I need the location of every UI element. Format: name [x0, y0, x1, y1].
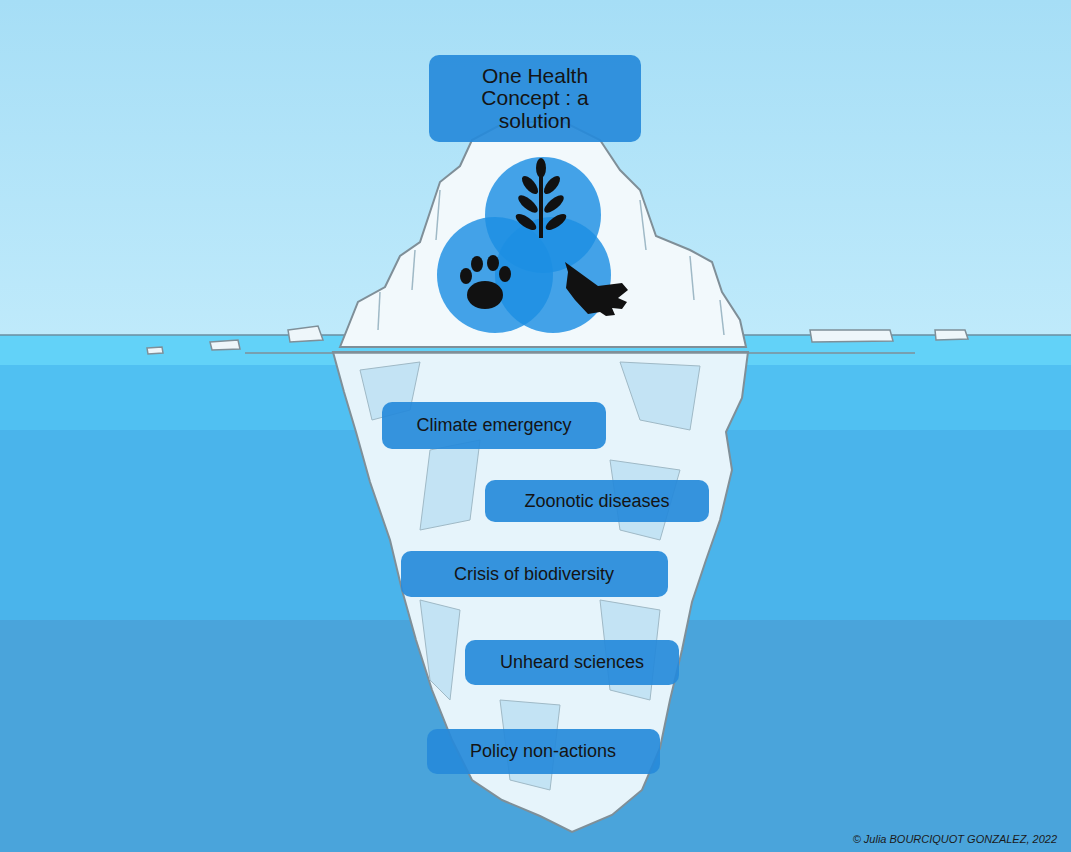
issue-box: Unheard sciences [465, 640, 679, 685]
issue-box: Crisis of biodiversity [401, 551, 668, 597]
issue-label: Crisis of biodiversity [454, 565, 614, 584]
issue-box: Zoonotic diseases [485, 480, 709, 522]
issue-label: Unheard sciences [500, 653, 644, 672]
issue-box: Climate emergency [382, 402, 606, 449]
waterline-shadow [245, 352, 915, 354]
paw-icon [460, 255, 511, 309]
hand-icon [565, 262, 628, 316]
iceberg-underwater [333, 352, 748, 832]
water [0, 335, 1071, 852]
solution-box: One Health Concept : a solution [429, 55, 641, 142]
solution-title: One Health Concept : a solution [469, 65, 601, 131]
human-circle [495, 217, 611, 333]
copyright-note: © Julia BOURCIQUOT GONZALEZ, 2022 [853, 833, 1057, 845]
iceberg-tip [340, 120, 746, 347]
issue-label: Policy non-actions [470, 742, 616, 761]
ice-facets [360, 362, 700, 790]
issue-box: Policy non-actions [427, 729, 660, 774]
issue-label: Zoonotic diseases [524, 492, 669, 511]
water-band [0, 620, 1071, 852]
plant-icon [513, 158, 568, 238]
issue-label: Climate emergency [416, 416, 571, 435]
sky [0, 0, 1071, 340]
